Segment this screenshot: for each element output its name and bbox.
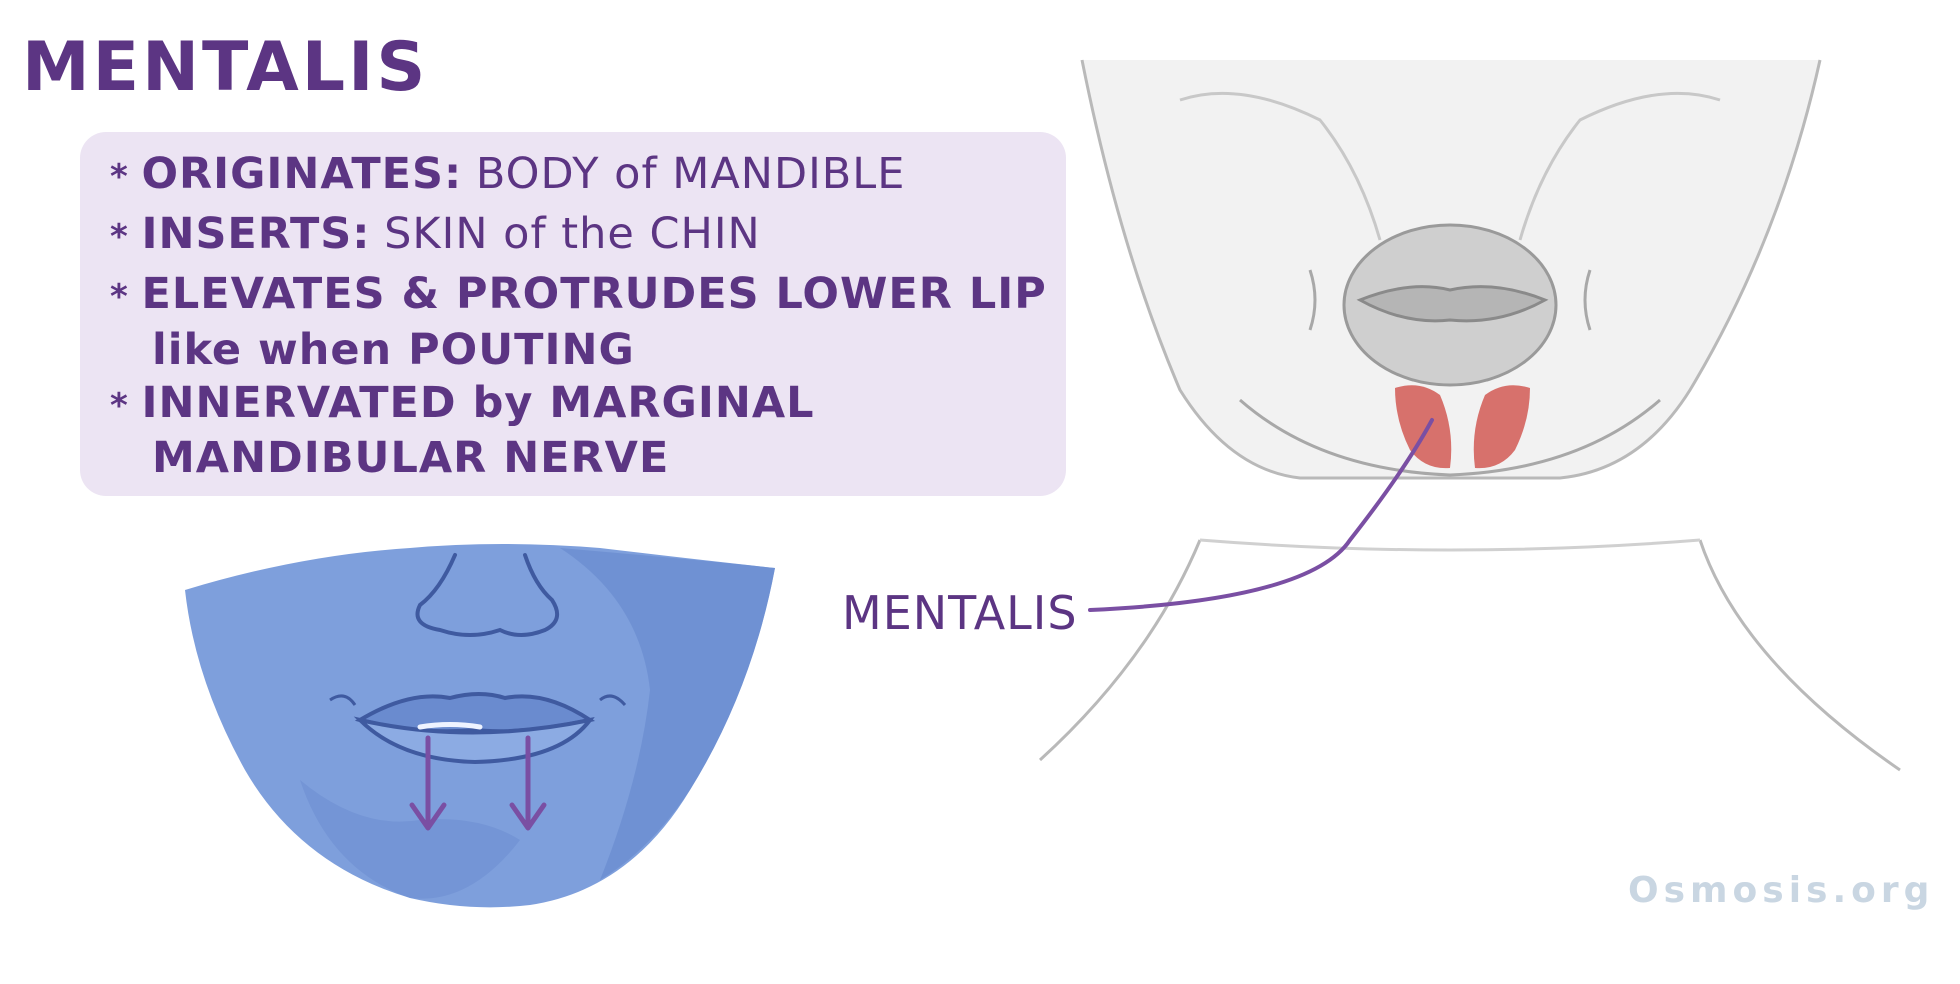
info-box <box>80 132 1066 496</box>
innervation-text-1: INNERVATED by MARGINAL <box>141 378 815 428</box>
mentalis-muscles <box>1395 385 1530 469</box>
bullet: * <box>110 157 128 197</box>
innervation-text-2: MANDIBULAR NERVE <box>152 433 670 483</box>
action-detail: like when POUTING <box>152 325 635 375</box>
head-illustration <box>1038 59 1901 772</box>
bullet: * <box>110 277 128 317</box>
label-pointer <box>1088 418 1434 612</box>
action-detail-line: like when POUTING <box>152 329 635 372</box>
originates-value: BODY of MANDIBLE <box>475 149 906 199</box>
bullet: * <box>110 217 128 257</box>
originates-key: ORIGINATES: <box>141 149 463 199</box>
innervation-line: * INNERVATED by MARGINAL <box>110 382 815 425</box>
mentalis-label: MENTALIS <box>842 586 1078 640</box>
originates-line: * ORIGINATES: BODY of MANDIBLE <box>110 153 905 196</box>
inserts-value: SKIN of the CHIN <box>384 209 761 259</box>
downward-arrows <box>409 735 547 831</box>
inserts-line: * INSERTS: SKIN of the CHIN <box>110 213 761 256</box>
bullet: * <box>110 386 128 426</box>
innervation-line-2: MANDIBULAR NERVE <box>152 437 669 480</box>
title: MENTALIS <box>22 28 429 107</box>
face-illustration <box>185 544 775 908</box>
watermark: Osmosis.org <box>1628 870 1935 911</box>
action-line: * ELEVATES & PROTRUDES LOWER LIP <box>110 273 1047 316</box>
action-text: ELEVATES & PROTRUDES LOWER LIP <box>141 269 1047 319</box>
inserts-key: INSERTS: <box>141 209 371 259</box>
